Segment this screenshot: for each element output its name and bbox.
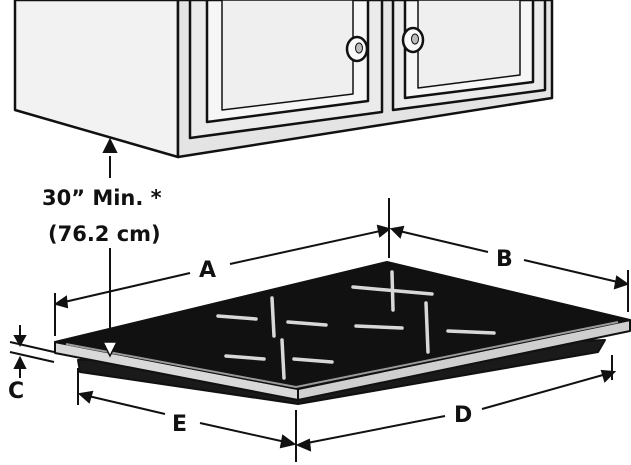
dim-a-line-left [59,272,191,304]
dim-d-line-right [481,372,611,410]
dim-d-label: D [454,403,472,428]
dim-c-extension-top [9,341,55,353]
dim-c-extension-bottom [9,351,55,363]
dim-e-line-right [199,422,291,444]
upper-cabinet [13,0,554,159]
clearance-label-imperial: 30” Min. * [42,186,162,210]
dim-d-line-left [301,415,446,445]
clearance-label-metric: (76.2 cm) [48,222,161,246]
clearance-arrow-head-top [102,137,118,153]
dim-e-line-left [83,394,166,415]
clearance-arrow-head-bottom [101,341,119,358]
dim-c-label: C [8,379,24,404]
dimension-lines [9,137,630,462]
dim-b-line-left [394,229,489,253]
dim-a-line-right [229,229,386,265]
cabinet-side-panel [13,0,180,159]
cooktop-glass-surface [54,261,631,390]
dim-a-label: A [199,258,216,283]
dim-b-line-right [523,259,623,284]
labels: 30” Min. * (76.2 cm) A B C D E [8,186,513,437]
dim-e-label: E [172,412,187,437]
dim-b-label: B [496,247,513,272]
cabinet-door-left-inner [221,0,354,111]
cabinet-door-right-inner [417,0,521,89]
cooking-element-marks [216,270,496,380]
cooktop [54,261,631,405]
